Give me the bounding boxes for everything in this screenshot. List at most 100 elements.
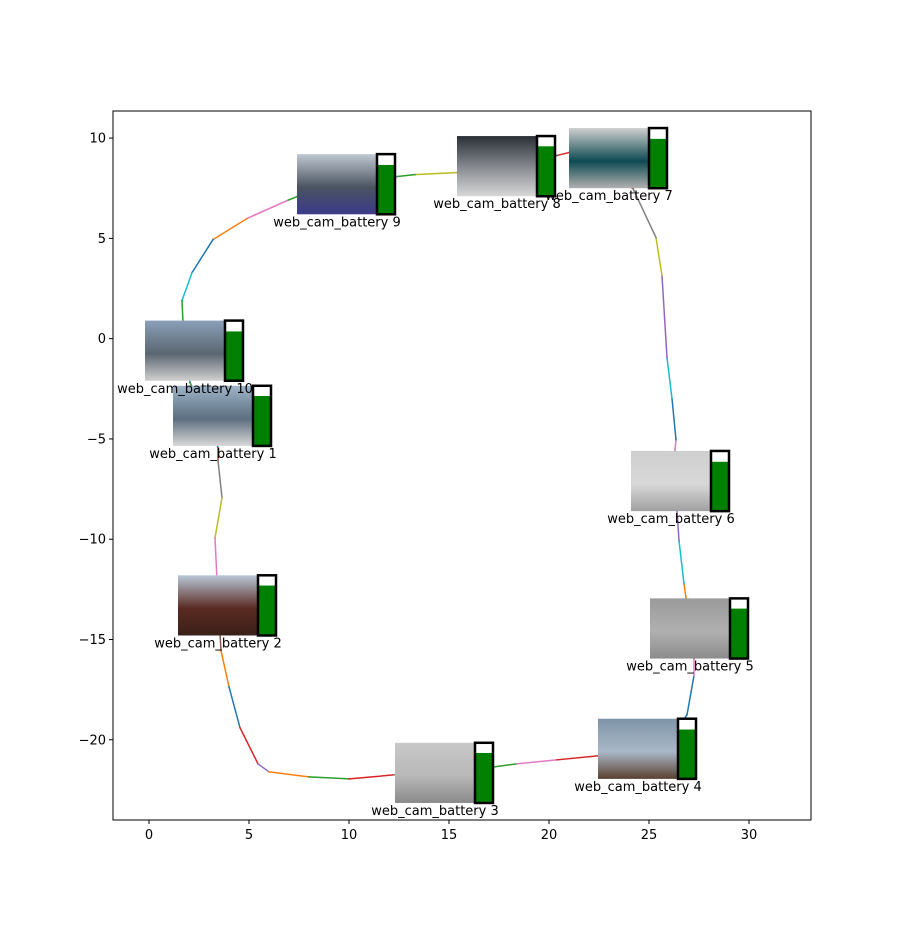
- camera-label: web_cam_battery 8: [433, 197, 561, 212]
- path-segment: [655, 236, 663, 277]
- x-tick-label: 5: [245, 828, 253, 843]
- battery-level-bar: [537, 146, 555, 197]
- path-segment: [676, 509, 680, 542]
- path-segment: [308, 776, 350, 780]
- path-segment: [246, 199, 288, 220]
- battery-level-bar: [678, 729, 696, 779]
- camera-marker: web_cam_battery 3: [371, 741, 499, 819]
- camera-thumbnail: [145, 320, 225, 381]
- camera-thumbnail: [631, 450, 711, 512]
- path-segment: [214, 537, 218, 581]
- battery-level-bar: [225, 331, 243, 381]
- battery-outline: [256, 574, 278, 637]
- path-segment: [220, 649, 230, 688]
- x-tick-label: 25: [641, 828, 658, 843]
- y-tick-label: −20: [79, 733, 106, 748]
- path-segment: [286, 195, 298, 202]
- path-segment: [632, 187, 657, 239]
- battery-outline: [473, 741, 495, 805]
- path-segment: [661, 274, 668, 359]
- camera-label: web_cam_battery 6: [607, 512, 735, 527]
- y-tick-label: 10: [89, 132, 106, 147]
- camera-marker: web_cam_battery 1: [149, 384, 277, 462]
- x-tick-label: 0: [145, 828, 153, 843]
- x-tick-label: 15: [441, 828, 458, 843]
- y-tick-label: −15: [79, 633, 106, 648]
- path-segment: [181, 299, 184, 324]
- path-segment: [556, 754, 599, 761]
- camera-marker: web_cam_battery 10: [117, 319, 253, 397]
- camera-label: web_cam_battery 5: [626, 660, 754, 675]
- path-segment: [217, 459, 223, 499]
- path-segment: [256, 762, 271, 773]
- camera-thumbnail: [395, 742, 475, 803]
- path-segment: [268, 771, 310, 778]
- camera-marker: web_cam_battery 9: [273, 152, 401, 230]
- battery-level-bar: [711, 461, 729, 512]
- path-segment: [348, 774, 395, 780]
- path-segment: [686, 674, 695, 716]
- path-segment: [181, 271, 193, 302]
- camera-layer: web_cam_battery 1 web_cam_battery 2 web_ca…: [117, 126, 754, 819]
- camera-label: web_cam_battery 7: [545, 189, 673, 204]
- y-axis: 10 5 0 −5 −10 −15 −20: [79, 132, 113, 748]
- path-segment: [516, 759, 558, 765]
- camera-thumbnail: [297, 154, 377, 215]
- battery-level-bar: [649, 138, 667, 189]
- axes-frame: [112, 110, 812, 821]
- camera-marker: web_cam_battery 8: [433, 134, 561, 212]
- path-segment: [214, 496, 223, 539]
- battery-level-bar: [377, 164, 395, 215]
- path-segment: [674, 438, 677, 451]
- camera-thumbnail: [457, 136, 537, 197]
- camera-label: web_cam_battery 2: [154, 636, 282, 651]
- battery-outline: [535, 134, 557, 198]
- camera-thumbnail: [569, 128, 649, 189]
- path-segment: [211, 217, 249, 241]
- path-segment: [228, 685, 241, 729]
- y-tick-label: −10: [79, 533, 106, 548]
- y-tick-label: 0: [98, 332, 106, 347]
- battery-level-bar: [253, 396, 271, 446]
- path-segment: [671, 397, 677, 441]
- camera-thumbnail: [178, 575, 258, 636]
- battery-outline: [223, 319, 245, 383]
- battery-outline: [709, 449, 731, 513]
- path-segment: [396, 173, 416, 178]
- path-segment: [238, 726, 260, 765]
- camera-label: web_cam_battery 3: [371, 804, 499, 819]
- path-layer: [181, 151, 695, 780]
- camera-marker: web_cam_battery 5: [626, 597, 754, 675]
- camera-label: web_cam_battery 4: [574, 780, 702, 795]
- camera-thumbnail: [598, 718, 678, 779]
- camera-marker: web_cam_battery 7: [545, 126, 673, 204]
- camera-marker: web_cam_battery 2: [154, 574, 282, 651]
- path-segment: [414, 171, 458, 176]
- camera-label: web_cam_battery 10: [117, 382, 253, 397]
- x-tick-label: 30: [741, 828, 758, 843]
- battery-outline: [375, 152, 397, 216]
- camera-thumbnail: [650, 598, 730, 659]
- x-axis: 0 5 10 15 20 25 30: [145, 820, 757, 843]
- path-segment: [678, 539, 685, 585]
- camera-label: web_cam_battery 9: [273, 215, 401, 230]
- camera-marker: web_cam_battery 4: [574, 717, 702, 795]
- path-segment: [683, 582, 687, 599]
- path-segment: [666, 356, 673, 400]
- battery-outline: [676, 717, 698, 781]
- y-tick-label: −5: [87, 432, 106, 447]
- path-segment: [556, 151, 570, 157]
- x-tick-label: 20: [541, 828, 558, 843]
- battery-level-bar: [730, 608, 748, 659]
- battery-level-bar: [475, 753, 493, 803]
- battery-outline: [251, 384, 273, 448]
- camera-thumbnail: [173, 385, 253, 446]
- battery-level-bar: [258, 585, 276, 636]
- battery-outline: [647, 126, 669, 190]
- camera-marker: web_cam_battery 6: [607, 449, 735, 527]
- x-tick-label: 10: [341, 828, 358, 843]
- y-tick-label: 5: [98, 232, 106, 247]
- battery-outline: [728, 597, 750, 660]
